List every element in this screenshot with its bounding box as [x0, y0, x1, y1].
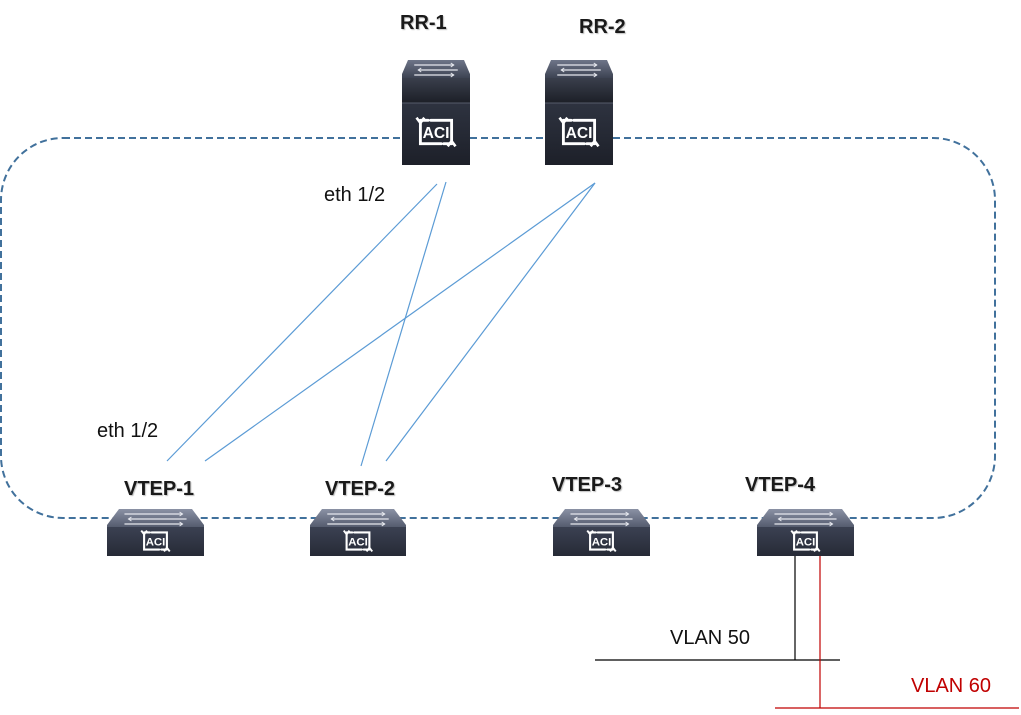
switch-arrows-icon [414, 62, 458, 78]
vlan-60-label: VLAN 60 [911, 675, 992, 697]
fabric-boundary [0, 137, 996, 519]
leaf-switch-vtep3[interactable]: ACI [553, 509, 650, 556]
vtep-3-label: VTEP-3 [552, 474, 623, 496]
switch-arrows-icon [774, 511, 837, 527]
switch-arrows-icon [124, 511, 187, 527]
link-rr1-vtep1 [166, 183, 438, 462]
svg-text:ACI: ACI [592, 536, 612, 548]
vtep-1-label: VTEP-1 [124, 478, 195, 500]
leaf-switch-vtep2[interactable]: ACI [310, 509, 406, 556]
leaf-switch-vtep1[interactable]: ACI [107, 509, 204, 556]
rr-1-label: RR-1 [400, 12, 447, 34]
svg-text:ACI: ACI [566, 125, 593, 142]
vlan-50-wire [595, 556, 840, 661]
aci-badge-icon: ACI [790, 529, 821, 553]
vlan-50-label: VLAN 50 [670, 627, 751, 649]
aci-badge-icon: ACI [586, 529, 617, 553]
svg-text:ACI: ACI [146, 536, 166, 548]
link-rr2-vtep1 [204, 182, 596, 462]
leaf-switch-vtep4[interactable]: ACI [757, 509, 854, 556]
rr-2-label: RR-2 [579, 16, 626, 38]
vtep-4-label: VTEP-4 [745, 474, 816, 496]
vtep-2-label: VTEP-2 [325, 478, 396, 500]
link-rr1-vtep2 [360, 181, 447, 467]
leaf-interface-label: eth 1/2 [97, 420, 159, 442]
spine-switch-rr1[interactable]: ACI [402, 60, 470, 165]
switch-arrows-icon [327, 511, 389, 527]
spine-switch-rr2[interactable]: ACI [545, 60, 613, 165]
switch-arrows-icon [570, 511, 633, 527]
aci-badge-icon: ACI [558, 116, 600, 148]
link-rr2-vtep2 [385, 182, 596, 462]
switch-arrows-icon [557, 62, 601, 78]
aci-badge-icon: ACI [140, 529, 171, 553]
svg-text:ACI: ACI [423, 125, 450, 142]
vlan-60-wire [775, 556, 1019, 709]
fabric-links [166, 181, 596, 467]
svg-text:ACI: ACI [796, 536, 816, 548]
aci-badge-icon: ACI [415, 116, 457, 148]
aci-badge-icon: ACI [342, 529, 374, 553]
spine-interface-label: eth 1/2 [324, 184, 386, 206]
svg-text:ACI: ACI [348, 536, 368, 548]
